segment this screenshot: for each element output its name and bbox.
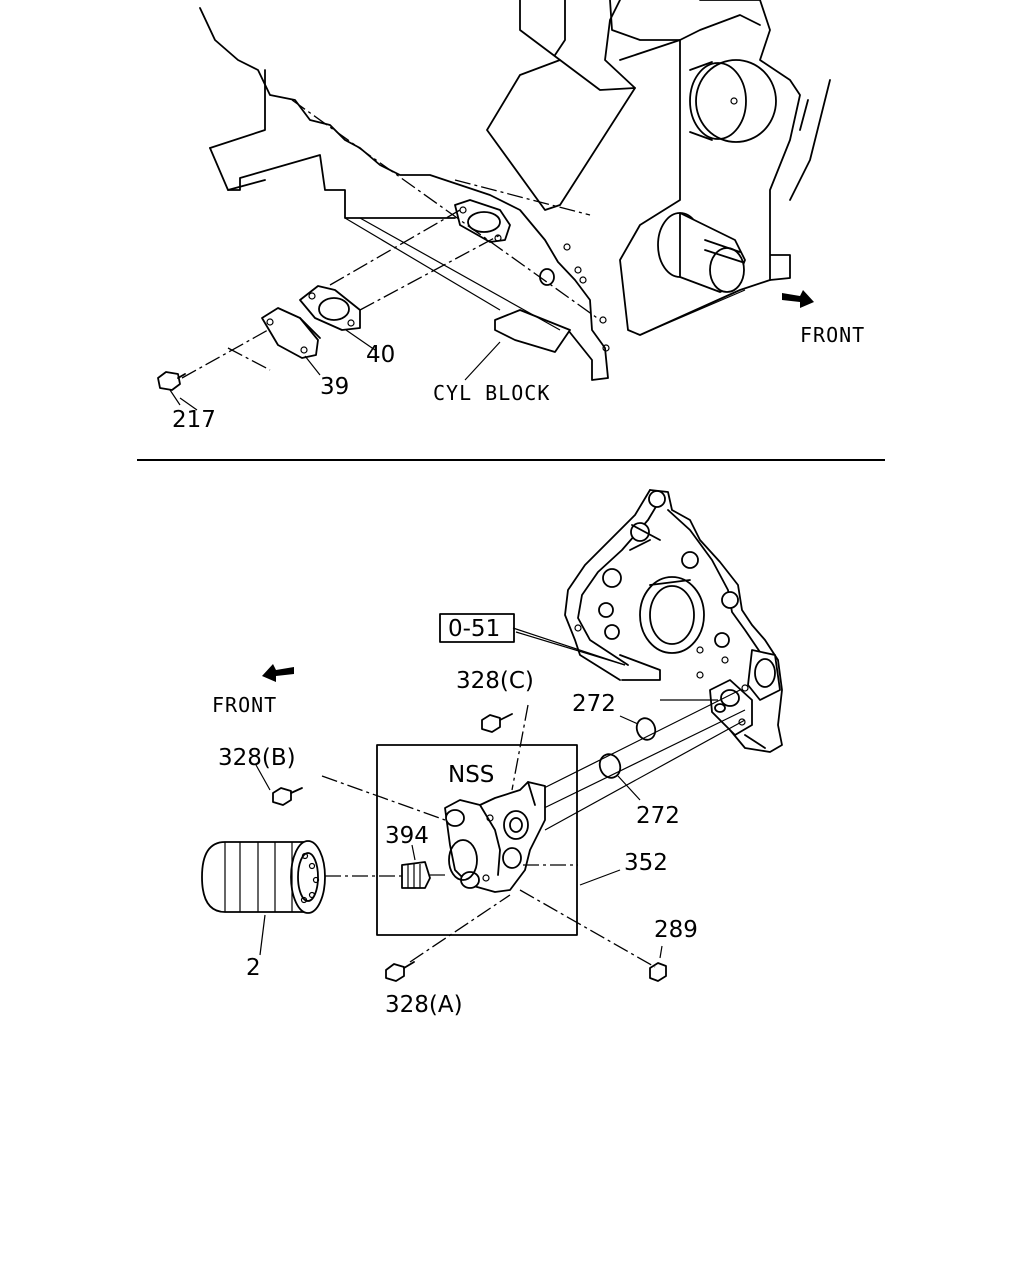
nss-box [376,744,578,936]
nut-289 [649,962,667,982]
bolt-217 [157,371,186,406]
label-part-272-lower: 272 [636,803,680,829]
oil-pump-housing [564,489,783,753]
flange-39 [261,307,321,359]
bolt-328b [272,787,303,806]
label-part-394: 394 [385,823,429,849]
label-part-217: 217 [172,407,216,433]
label-front-top: FRONT [800,323,865,347]
adaptor-352 [444,781,546,893]
label-part-328b: 328(B) [218,745,296,771]
ref-box-0-51 [439,613,515,643]
o-ring-272-lower [598,753,622,779]
bottom-leaders [255,631,663,959]
o-ring-272-upper [635,717,657,741]
top-projection-lines [181,99,601,379]
oil-filter-2 [201,840,326,914]
label-ref-0-51: 0-51 [448,616,500,642]
front-arrow-icon [262,664,294,682]
gasket-40 [299,285,361,331]
bottom-projection-lines [321,704,656,968]
label-part-40: 40 [366,342,395,368]
label-cyl-block: CYL BLOCK [433,381,550,405]
bolt-328a [385,961,415,982]
top-leaders [179,329,501,411]
label-nss: NSS [448,762,494,788]
label-part-2: 2 [246,955,261,981]
label-part-328a: 328(A) [385,992,463,1018]
label-part-328c: 328(C) [456,668,534,694]
bolt-328c [481,713,513,733]
label-part-272-upper: 272 [572,691,616,717]
label-part-352: 352 [624,850,668,876]
label-part-39: 39 [320,374,349,400]
label-front-bottom: FRONT [212,693,277,717]
label-part-289: 289 [654,917,698,943]
front-arrow-icon [782,290,814,308]
cylinder-block-drawing [199,0,831,381]
nipple-394 [401,861,445,889]
